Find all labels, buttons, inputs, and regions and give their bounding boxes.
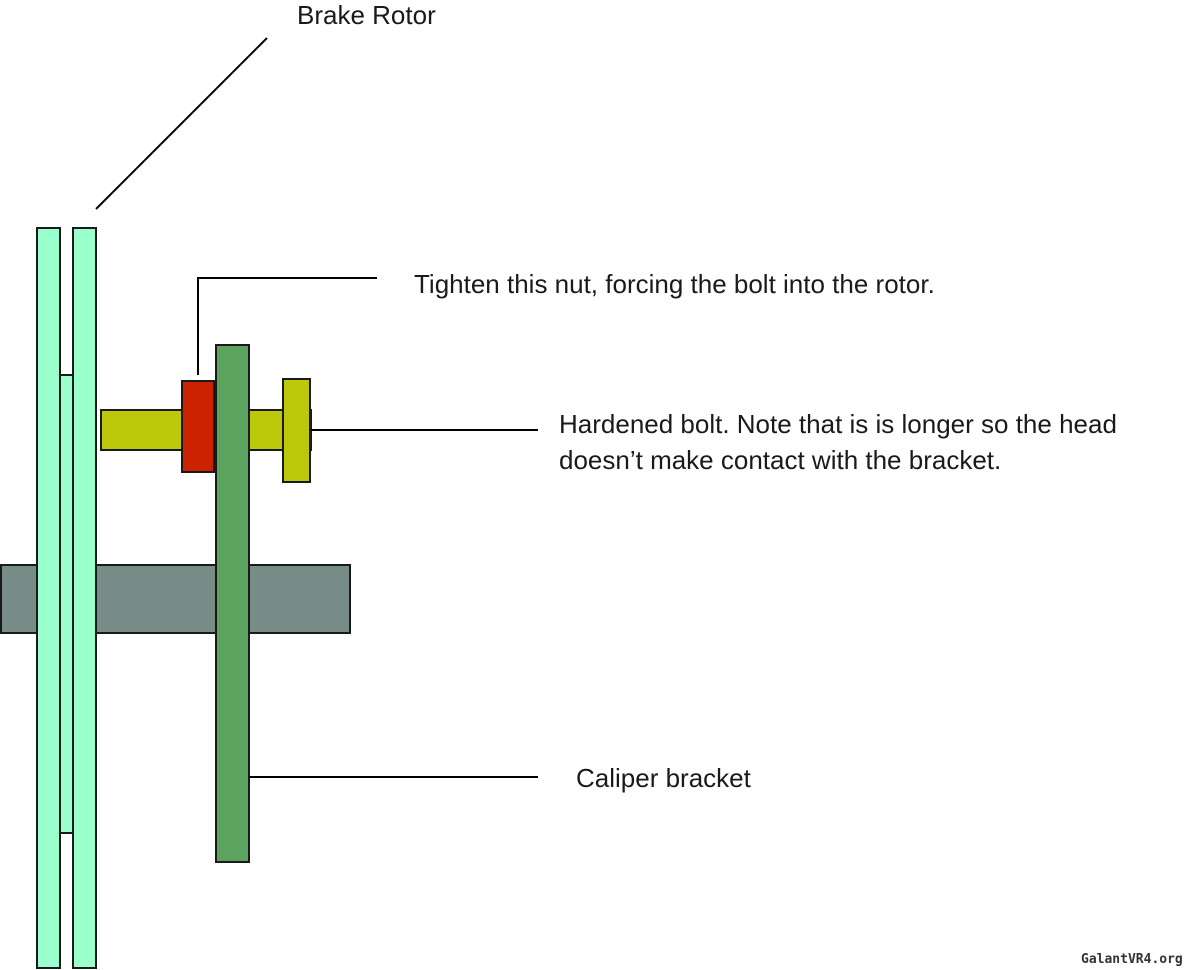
rotor-hat-connector bbox=[59, 374, 74, 834]
brake-rotor-leader bbox=[95, 37, 268, 210]
brake-rotor-label: Brake Rotor bbox=[297, 0, 436, 30]
hardened-bolt-head bbox=[282, 378, 311, 483]
watermark: GalantVR4.org bbox=[1081, 952, 1183, 967]
caliper-bracket bbox=[215, 344, 250, 863]
nut-label: Tighten this nut, forcing the bolt into … bbox=[414, 269, 935, 299]
bolt-label-line2: doesn’t make contact with the bracket. bbox=[559, 445, 1001, 475]
nut-leader bbox=[197, 277, 377, 375]
rotor-plate-outer bbox=[36, 227, 61, 969]
caliper-bracket-label: Caliper bracket bbox=[576, 763, 752, 793]
rotor-plate-inner bbox=[72, 227, 97, 969]
nut bbox=[181, 380, 215, 473]
bolt-label-line1: Hardened bolt. Note that is is longer so… bbox=[559, 409, 1117, 439]
